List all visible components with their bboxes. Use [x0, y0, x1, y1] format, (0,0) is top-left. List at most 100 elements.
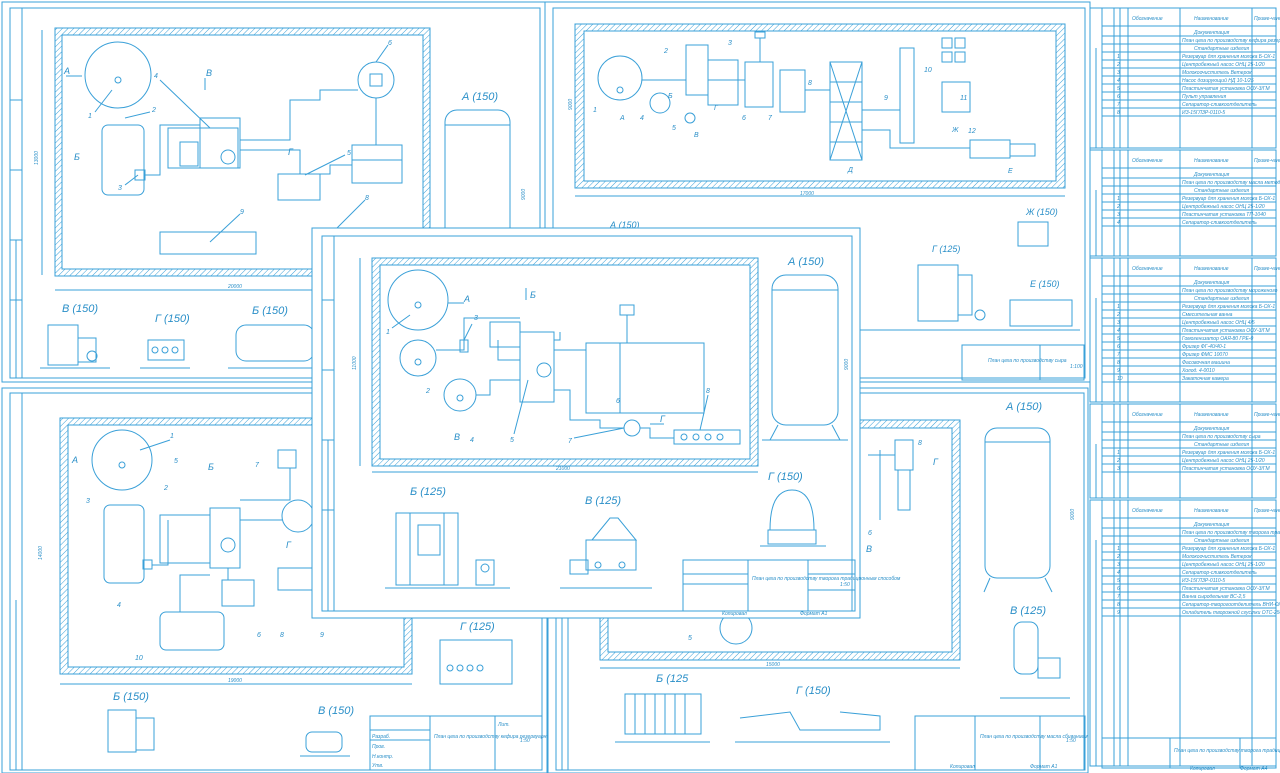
spec-item-name: Резервуар для хранения молока Б-ОХ-1: [1182, 304, 1275, 310]
spec-sheet: ОбозначениеНаименованиеПриме-чаниеДокуме…: [1089, 7, 1280, 149]
spec-item-name: ИЗ-15ГЛЗР-0110-5: [1182, 578, 1225, 584]
spec-item-pos: 2: [1116, 312, 1120, 318]
marker-zh: Ж: [951, 127, 959, 134]
spec-item-pos: 4: [1117, 220, 1120, 226]
side-dim: 9000: [521, 189, 527, 200]
spec-item-name: Резервуар для хранения молока Б-ОХ-1: [1182, 54, 1275, 60]
pos-5: 5: [347, 150, 351, 157]
spec-item-pos: 1: [1117, 450, 1120, 456]
spec-item-name: Центробежный насос ОНЦ 4/5: [1182, 319, 1255, 326]
marker-a: А: [63, 66, 70, 76]
marker-g: Г: [288, 147, 294, 157]
pos-5: 5: [672, 125, 676, 132]
pos-3: 3: [474, 315, 478, 322]
spec-item-pos: 7: [1117, 102, 1120, 108]
marker-v: В: [454, 432, 460, 442]
view-a-label: А (150): [609, 220, 640, 230]
pos-6: 6: [868, 530, 872, 537]
spec-item-pos: 8: [1117, 602, 1120, 608]
marker-g: Г: [286, 540, 292, 550]
spec-header-note: Приме-чание: [1254, 412, 1280, 418]
spec-item-name: Резервуар для хранения молока Б-ОХ-1: [1182, 196, 1275, 202]
spec-item-pos: 5: [1117, 86, 1120, 92]
pos-8: 8: [706, 388, 710, 395]
spec-sheet: ОбозначениеНаименованиеПриме-чаниеДокуме…: [1089, 403, 1280, 499]
pos-2: 2: [163, 485, 168, 492]
pos-4: 4: [154, 73, 158, 80]
pos-5: 5: [174, 458, 178, 465]
marker-b: Б: [74, 152, 80, 162]
spec-doc-title: План цеха по производству кефира резерву…: [1182, 38, 1280, 44]
spec-item-name: Пластинчатая установка ООУ-3/ГМ: [1182, 86, 1270, 92]
spec-item-name: Холод. 4-0010: [1181, 368, 1215, 374]
pos-1: 1: [170, 433, 174, 440]
view-v-label: В (125): [585, 495, 621, 507]
view-b-label: Б (125: [656, 673, 689, 685]
spec-doc-title: План цеха по производству творога традиц…: [1182, 530, 1280, 536]
view-a-label: А (150): [461, 91, 498, 103]
dim-width: 20000: [227, 284, 242, 290]
spec-item-pos: 4: [1117, 570, 1120, 576]
spec-header-designation: Обозначение: [1132, 16, 1163, 22]
spec-doc-title: План цеха по производству сыра: [1182, 434, 1261, 440]
spec-item-pos: 2: [1116, 62, 1120, 68]
marker-v: В: [206, 68, 212, 78]
pos-8: 8: [918, 440, 922, 447]
spec-item-name: Сепаратор-сливкоотделитель: [1182, 102, 1257, 108]
pos-6: 6: [388, 40, 392, 47]
marker-a: А: [463, 294, 470, 304]
spec-item-name: Насос дозирующий НД 10-1/25: [1182, 77, 1254, 84]
title-block-scale: 1:100: [1070, 364, 1083, 370]
spec-format: Формат А4: [1240, 766, 1268, 772]
marker-g: Г: [933, 457, 939, 467]
pos-10: 10: [135, 655, 143, 662]
view-g-label: Г (150): [768, 471, 803, 483]
spec-footer-title: План цеха по производству творога традиц…: [1174, 748, 1280, 754]
spec-item-name: ИЗ-15ГЛЗР-0110-5: [1182, 110, 1225, 116]
spec-item-name: Закаточная камера: [1182, 376, 1229, 382]
spec-copied: Копировал: [1190, 766, 1215, 772]
spec-item-pos: 3: [1117, 466, 1120, 472]
pos-1: 1: [593, 107, 597, 114]
spec-sheets: ОбозначениеНаименованиеПриме-чаниеДокуме…: [1089, 7, 1280, 772]
pos-6: 6: [742, 115, 746, 122]
spec-item-pos: 6: [1117, 344, 1120, 350]
spec-section-doc: Документация: [1193, 426, 1230, 432]
dim-height: 9000: [568, 99, 574, 110]
spec-item-pos: 4: [1117, 78, 1120, 84]
pos-2: 2: [663, 48, 668, 55]
spec-item-name: Сепаратор-сливкоотделитель: [1182, 570, 1257, 576]
view-v-label: В (150): [62, 303, 98, 315]
spec-sheet: ОбозначениеНаименованиеПриме-чаниеДокуме…: [1089, 257, 1280, 403]
title-block-name: План цеха по производству кефира резерву…: [434, 734, 577, 740]
view-b-label: Б (150): [113, 691, 149, 703]
spec-header-name: Наименование: [1194, 158, 1229, 164]
spec-item-pos: 1: [1117, 54, 1120, 60]
stamp-checked: Пров.: [372, 744, 385, 750]
view-g-label: Г (150): [796, 685, 831, 697]
sheet-top-left: 13000 20000 1 2 3 4 5 6 8 9 А Б: [1, 1, 548, 383]
marker-a: А: [71, 455, 78, 465]
pos-4: 4: [640, 115, 644, 122]
spec-item-name: Резервуар для хранения молока Б-ОХ-1: [1182, 450, 1275, 456]
spec-item-pos: 3: [1117, 320, 1120, 326]
view-v-label: В (125): [1010, 605, 1046, 617]
spec-item-name: Молокоочиститель Ветерок: [1182, 70, 1252, 76]
sheet-center: 11000 21000 1 2 3 4 5 6 7: [311, 227, 901, 619]
spec-item-name: Смесительная ванна: [1182, 312, 1233, 318]
marker-b: Б: [668, 93, 673, 100]
view-b-label: Б (150): [252, 305, 288, 317]
spec-header-note: Приме-чание: [1254, 508, 1280, 514]
view-g-label: Г (125): [932, 244, 960, 254]
pos-3: 3: [118, 185, 122, 192]
pos-8: 8: [808, 80, 812, 87]
spec-header-name: Наименование: [1194, 266, 1229, 272]
stamp-developed: Разраб.: [372, 734, 390, 740]
spec-item-name: Ванна сыродельная ВС-2,5: [1182, 594, 1246, 600]
marker-v: В: [694, 132, 699, 139]
spec-item-name: Пластинчатая установка ТП-1040: [1182, 212, 1266, 218]
spec-item-name: Центробежный насос ОНЦ 25-1/20: [1182, 61, 1265, 68]
pos-4: 4: [117, 602, 121, 609]
spec-item-name: Пульт управления: [1182, 94, 1226, 100]
